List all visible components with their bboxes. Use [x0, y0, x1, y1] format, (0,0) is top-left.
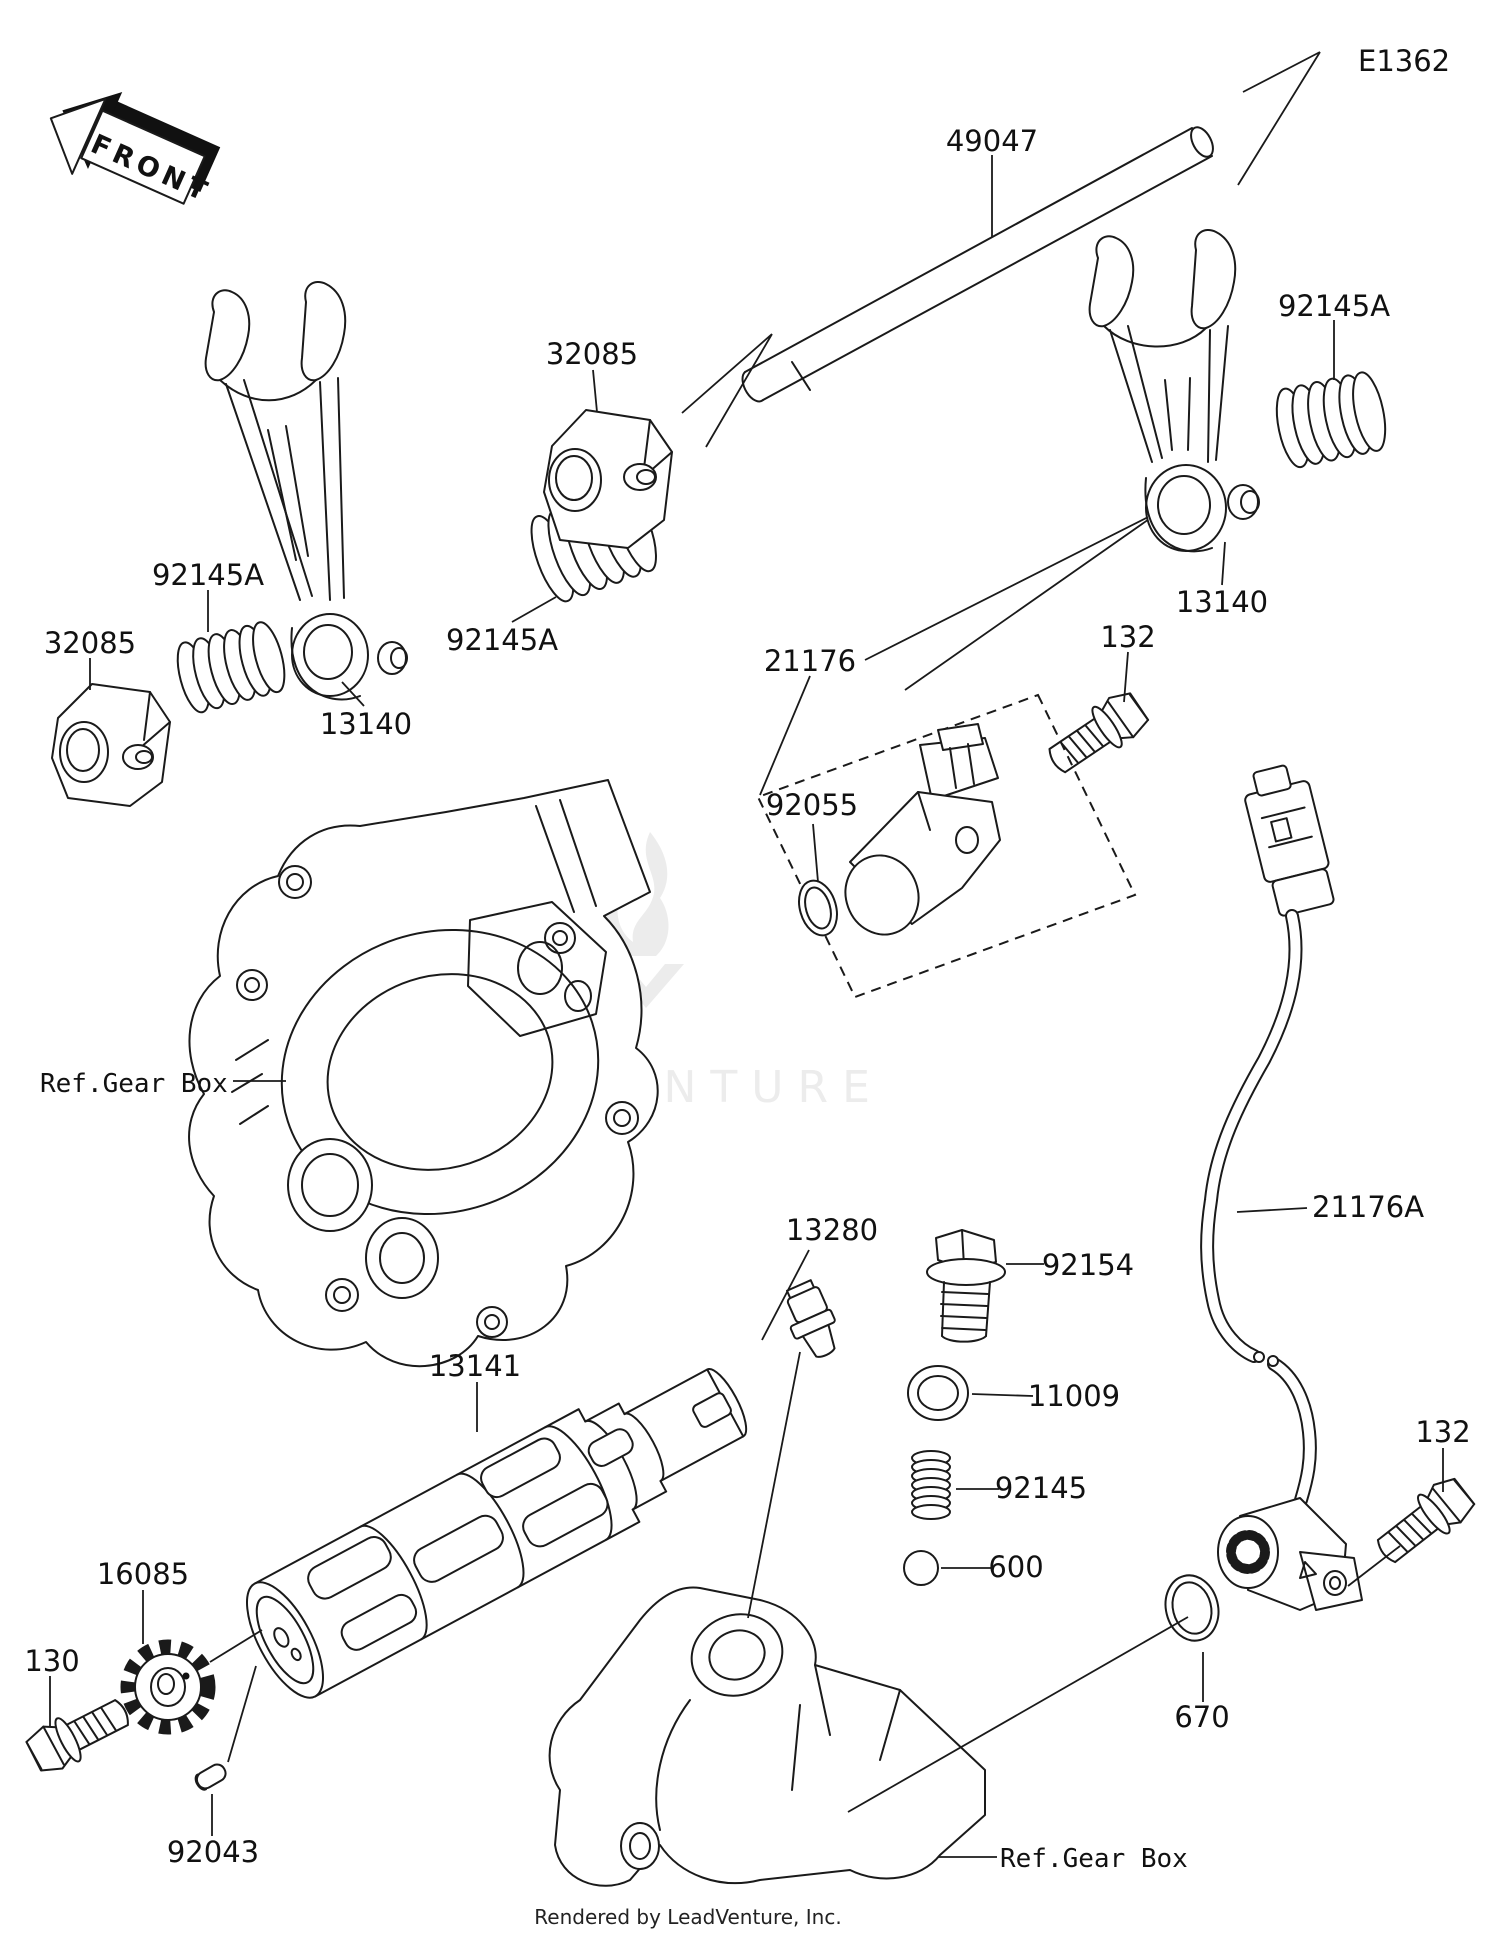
- front-arrow-head: [49, 97, 107, 175]
- part-label-130[interactable]: 130: [24, 1644, 80, 1726]
- part-label-92055[interactable]: 92055: [766, 788, 858, 883]
- part-label-92154[interactable]: 92154: [1006, 1248, 1134, 1282]
- part-label-132-right[interactable]: 132: [1415, 1415, 1471, 1492]
- part-number-text[interactable]: 13140: [1176, 585, 1268, 619]
- ref-text[interactable]: Ref.Gear Box: [40, 1069, 228, 1099]
- part-label-92145a-center[interactable]: 92145A: [446, 596, 558, 657]
- detent-spring: [911, 1450, 951, 1520]
- rod-alignment-arrow-upper: [681, 333, 773, 448]
- gearbox-housing: [188, 779, 659, 1368]
- part-label-92145[interactable]: 92145: [956, 1471, 1087, 1505]
- part-number-text[interactable]: 130: [24, 1644, 79, 1678]
- part-number-text[interactable]: 16085: [97, 1557, 189, 1591]
- block-left: [51, 683, 171, 807]
- part-number-text[interactable]: 92154: [1042, 1248, 1134, 1282]
- ref-label-gearbox-left[interactable]: Ref.Gear Box: [40, 1069, 286, 1099]
- shift-drum: [245, 1368, 748, 1699]
- ref-text[interactable]: Ref.Gear Box: [1000, 1844, 1188, 1874]
- assembly-lines: [209, 1351, 1401, 1813]
- part-label-16085[interactable]: 16085: [97, 1557, 189, 1644]
- gasket-11009: [907, 1365, 969, 1421]
- housing-bolt-holes: [236, 865, 639, 1338]
- drum-gear: [120, 1639, 216, 1735]
- footer-credit: Rendered by LeadVenture, Inc.: [534, 1905, 841, 1929]
- switch-13280: [785, 1279, 836, 1358]
- shift-fork-left: [204, 281, 408, 701]
- spring-right: [1275, 371, 1387, 469]
- part-number-text[interactable]: 32085: [44, 626, 136, 660]
- part-number-text[interactable]: 92145: [995, 1471, 1087, 1505]
- part-label-670[interactable]: 670: [1174, 1652, 1230, 1734]
- bolt-left-130: [25, 1699, 129, 1772]
- front-arrow: FRONT: [49, 92, 221, 209]
- detent-ball: [903, 1550, 939, 1586]
- sensor-detail-box: [756, 693, 1137, 999]
- part-number-text[interactable]: 132: [1415, 1415, 1470, 1449]
- part-label-600[interactable]: 600: [941, 1550, 1044, 1584]
- label-e1362[interactable]: E1362: [1358, 44, 1450, 78]
- drain-bolt: [926, 1229, 1006, 1343]
- oring-bottom: [1164, 1574, 1220, 1642]
- front-arrow-face: [80, 109, 206, 205]
- part-label-21176a[interactable]: 21176A: [1236, 1190, 1424, 1224]
- drum-pin: [194, 1763, 227, 1791]
- part-label-21176[interactable]: 21176: [759, 644, 856, 796]
- part-number-text[interactable]: 92145A: [1278, 289, 1390, 323]
- part-number-text[interactable]: 21176A: [1312, 1190, 1424, 1224]
- part-number-text[interactable]: 13140: [320, 707, 412, 741]
- part-number-text[interactable]: 13141: [429, 1349, 521, 1383]
- part-number-text[interactable]: 21176: [764, 644, 856, 678]
- bolt-right-132: [1376, 1477, 1476, 1564]
- part-number-text[interactable]: 92145A: [152, 558, 264, 592]
- part-number-text[interactable]: 132: [1100, 620, 1155, 654]
- shift-rod: [741, 126, 1214, 403]
- part-label-13140-center[interactable]: 13140: [320, 681, 412, 741]
- part-number-text[interactable]: 92043: [167, 1835, 259, 1869]
- part-label-49047[interactable]: 49047: [946, 124, 1038, 237]
- part-label-92145a-left[interactable]: 92145A: [152, 558, 264, 632]
- part-label-92043[interactable]: 92043: [167, 1794, 259, 1869]
- part-number-text[interactable]: 49047: [946, 124, 1038, 158]
- diagram-code-text[interactable]: E1362: [1358, 44, 1450, 78]
- part-label-92145a-right[interactable]: 92145A: [1278, 289, 1390, 380]
- part-number-text[interactable]: 670: [1174, 1700, 1229, 1734]
- rod-alignment-arrow-lower: [864, 509, 1163, 691]
- bolt-top-132: [1048, 692, 1150, 774]
- shift-fork-right: [1088, 229, 1260, 553]
- gear-position-sensor: [844, 723, 1001, 936]
- part-number-text[interactable]: 13280: [786, 1213, 878, 1247]
- spring-left: [176, 621, 286, 714]
- part-labels: E1362 49047 92145A 32085 13140 132 21176: [24, 44, 1470, 1874]
- part-label-11009[interactable]: 11009: [971, 1379, 1120, 1413]
- part-number-text[interactable]: 32085: [546, 337, 638, 371]
- bottom-housing: [548, 1586, 986, 1887]
- part-label-13141[interactable]: 13141: [429, 1349, 521, 1432]
- part-number-text[interactable]: 11009: [1028, 1379, 1120, 1413]
- part-number-text[interactable]: 600: [988, 1550, 1043, 1584]
- block-center: [543, 409, 673, 549]
- part-label-13280[interactable]: 13280: [761, 1213, 878, 1341]
- part-label-32085-left[interactable]: 32085: [44, 626, 136, 690]
- part-number-text[interactable]: 92055: [766, 788, 858, 822]
- part-number-text[interactable]: 92145A: [446, 623, 558, 657]
- sensor-oring: [798, 879, 838, 937]
- ref-arrow-e1362: [1237, 51, 1321, 186]
- part-label-32085-center[interactable]: 32085: [546, 337, 638, 413]
- watermark-flame-icon: [605, 832, 669, 956]
- ref-label-gearbox-bottom[interactable]: Ref.Gear Box: [938, 1844, 1188, 1874]
- part-label-13140-right[interactable]: 13140: [1176, 541, 1268, 619]
- cable-sensor-21176a: [1200, 764, 1363, 1611]
- part-label-132-top[interactable]: 132: [1100, 620, 1156, 703]
